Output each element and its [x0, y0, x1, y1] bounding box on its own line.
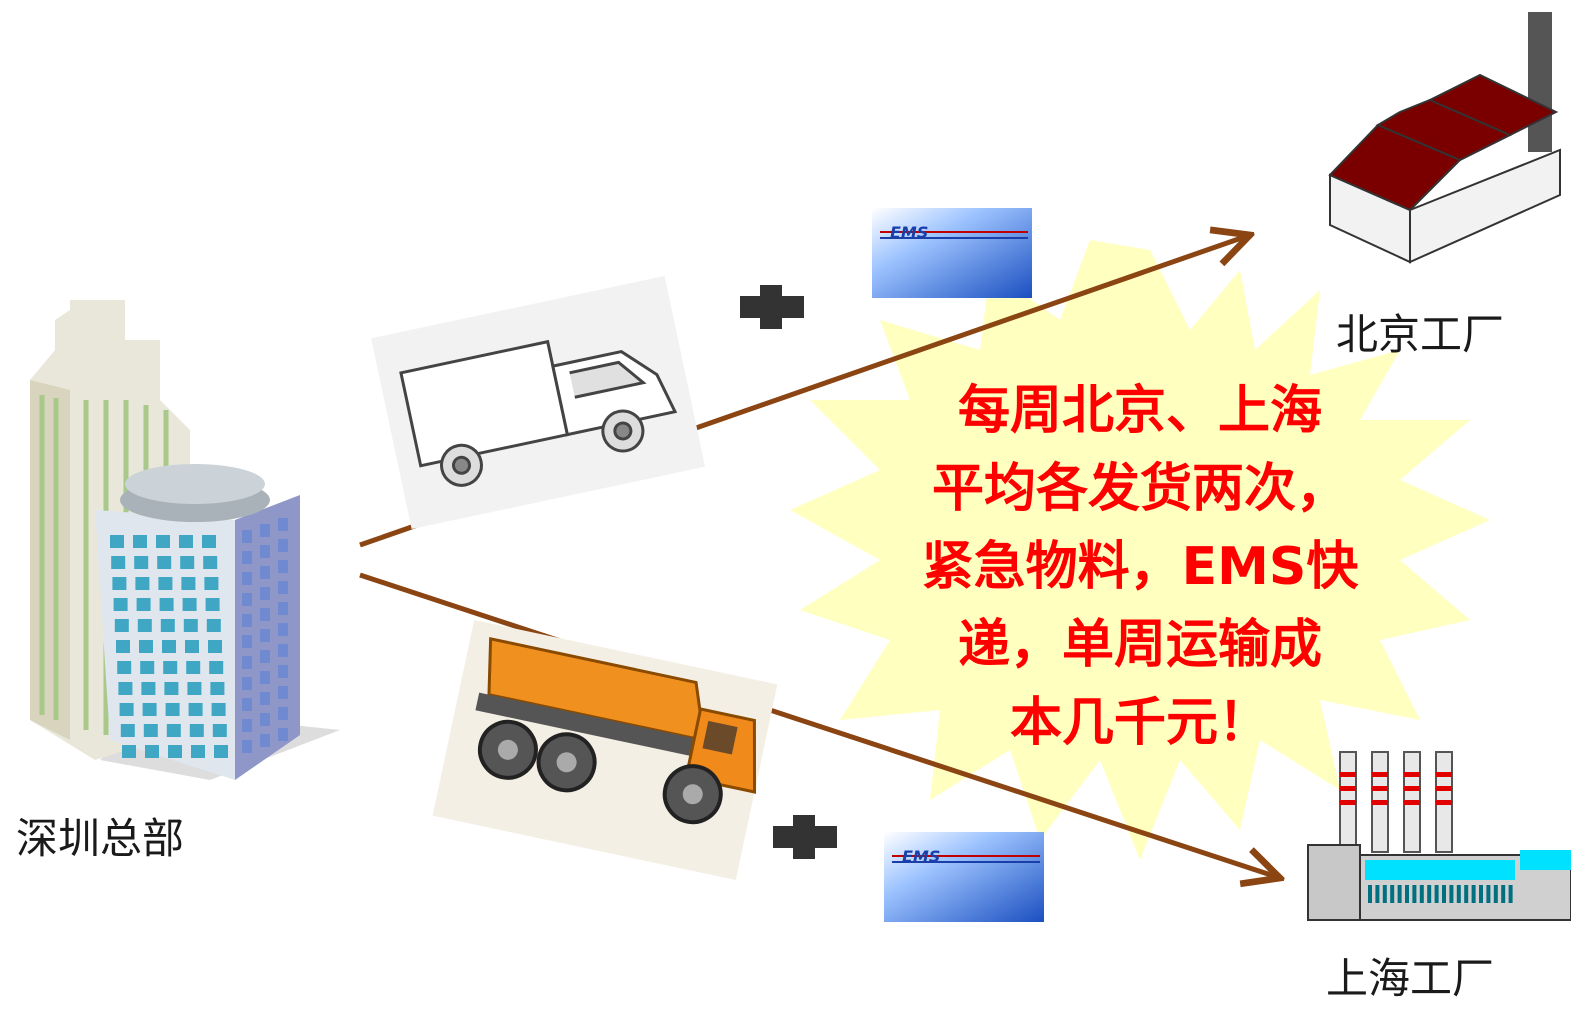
ems-card-top-icon: EMS [872, 208, 1032, 298]
shanghai-factory-label: 上海工厂 [1326, 954, 1495, 1003]
shanghai-factory-icon [1307, 751, 1571, 921]
dump-truck-icon [432, 619, 778, 881]
truck-sketch-icon [371, 275, 706, 530]
plus-icon-bottom [773, 815, 837, 859]
plus-icon-top [740, 285, 804, 329]
svg-text:EMS: EMS [890, 223, 928, 242]
beijing-factory-icon [1328, 12, 1561, 264]
callout-text: 每周北京、上海 平均各发货两次， 紧急物料，EMS快 递，单周运输成 本几千元！ [860, 372, 1420, 762]
callout-line: 平均各发货两次， [931, 459, 1348, 519]
callout-line: 本几千元！ [1009, 693, 1270, 753]
beijing-factory-label: 北京工厂 [1336, 310, 1505, 359]
callout-starburst [790, 240, 1490, 860]
callout-line: 每周北京、上海 [957, 381, 1322, 441]
callout-line: 递，单周运输成 [957, 615, 1322, 675]
headquarters-building-icon [30, 300, 340, 780]
svg-text:EMS: EMS [902, 847, 940, 866]
arrow-to-shanghai [359, 572, 1280, 878]
ems-card-bottom-icon: EMS [884, 832, 1044, 922]
callout-line: 紧急物料，EMS快 [921, 537, 1359, 597]
headquarters-label: 深圳总部 [16, 814, 185, 863]
